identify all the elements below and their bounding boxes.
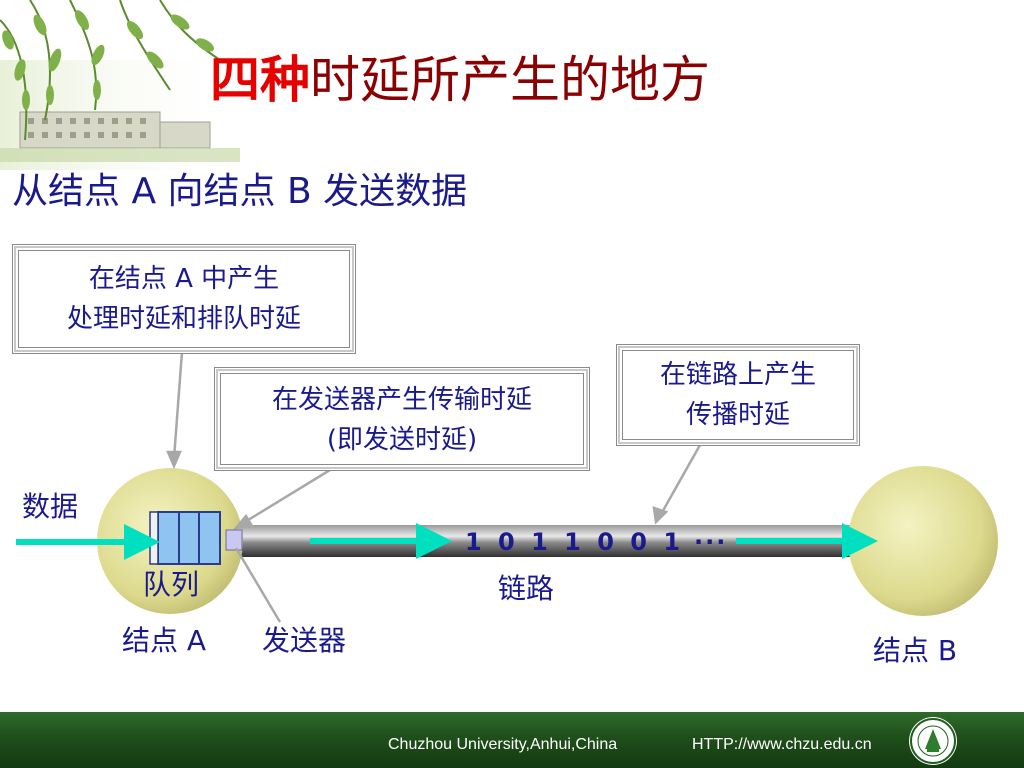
callout-node-a-line1: 在结点 A 中产生 (88, 264, 280, 294)
label-link: 链路 (498, 572, 555, 605)
university-seal-icon (909, 717, 957, 765)
delay-diagram (16, 351, 998, 623)
transmitter-icon (225, 529, 243, 551)
callout-propagation-delay: 在链路上产生 传播时延 (618, 346, 858, 444)
pointer-link (658, 444, 702, 517)
page-title: 四种时延所产生的地方 (210, 50, 710, 110)
footer-url[interactable]: HTTP://www.chzu.edu.cn (692, 736, 872, 753)
subtitle: 从结点 A 向结点 B 发送数据 (12, 171, 468, 212)
pointer-transmitter (239, 468, 331, 527)
callout-node-a-line2: 处理时延和排队时延 (66, 304, 301, 334)
label-node-a: 结点 A (122, 624, 207, 657)
bit-sequence: 1 0 1 1 0 0 1 (465, 528, 685, 556)
bit-stream: 1 0 1 1 0 0 1 ··· (465, 528, 727, 556)
pointer-node-a (172, 351, 184, 459)
callout-propagation-line1: 在链路上产生 (659, 360, 816, 390)
footer-bar (0, 712, 1024, 768)
label-data: 数据 (22, 490, 79, 523)
queue-icon (149, 511, 221, 565)
label-queue: 队列 (143, 568, 200, 601)
label-node-b: 结点 B (873, 634, 958, 667)
title-emphasis: 四种 (210, 51, 310, 109)
callout-node-a-delays: 在结点 A 中产生 处理时延和排队时延 (14, 246, 354, 352)
callout-transmission-line2: (即发送时延) (326, 425, 478, 455)
title-rest: 时延所产生的地方 (310, 51, 710, 109)
label-sender: 发送器 (262, 624, 347, 657)
footer-university: Chuzhou University,Anhui,China (388, 736, 618, 753)
willow-campus-decoration (0, 0, 240, 170)
bit-ellipsis: ··· (694, 528, 728, 556)
callout-propagation-line2: 传播时延 (685, 400, 790, 430)
pointer-sender-label (234, 547, 282, 623)
callout-transmission-delay: 在发送器产生传输时延 (即发送时延) (216, 369, 588, 469)
callout-transmission-line1: 在发送器产生传输时延 (271, 385, 532, 415)
node-b-circle (848, 466, 998, 616)
